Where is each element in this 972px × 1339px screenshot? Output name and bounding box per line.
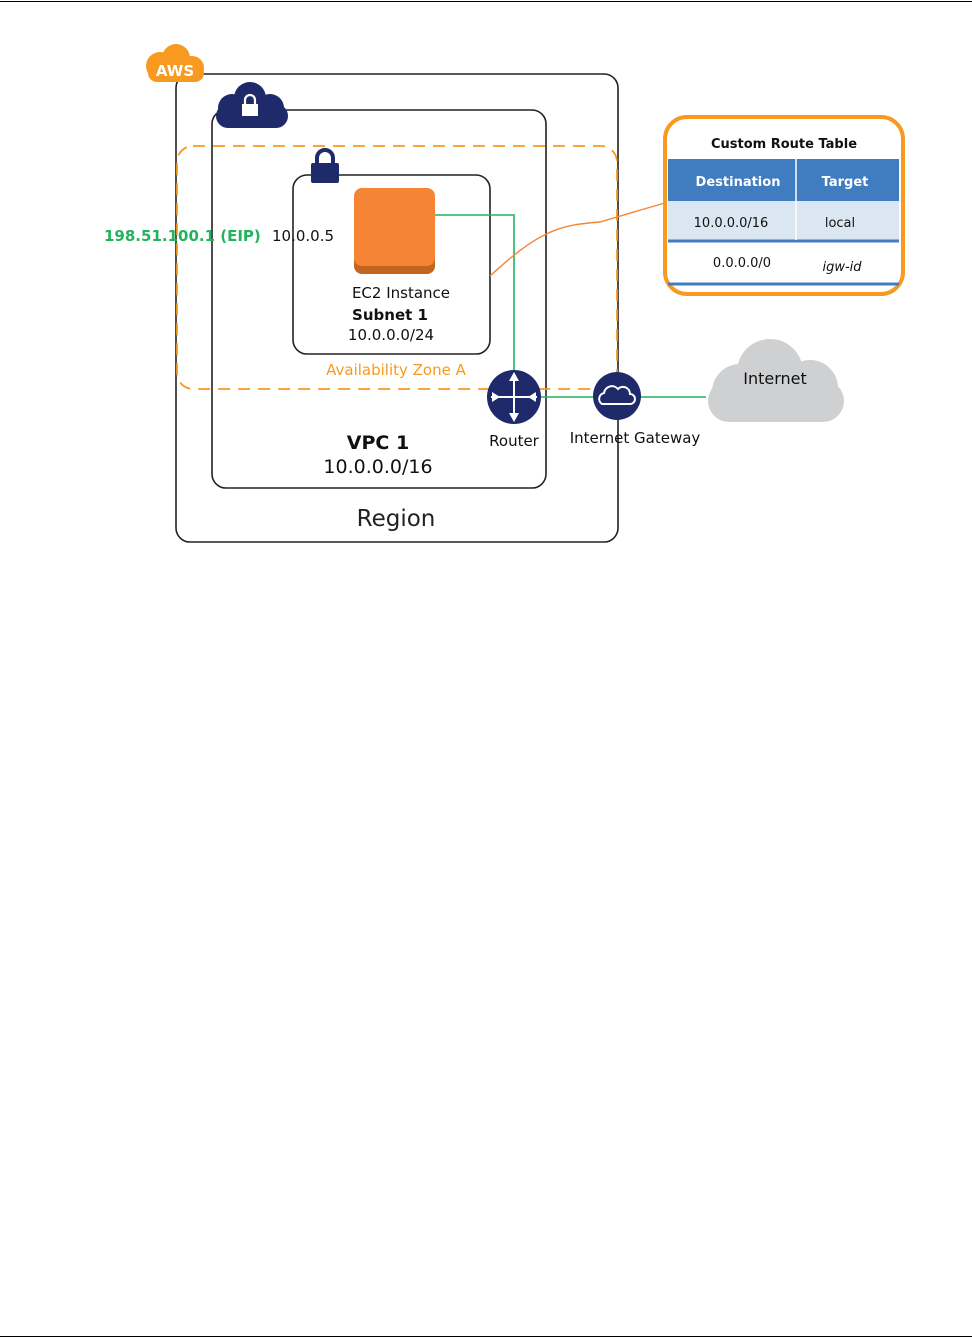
region-box [175, 73, 619, 543]
vpc-cidr: 10.0.0.0/16 [323, 456, 432, 478]
route-table-header-target: Target [822, 175, 869, 190]
subnet-name: Subnet 1 [352, 306, 428, 324]
router-label: Router [489, 432, 540, 450]
subnet-lock-icon [311, 148, 339, 183]
route-row-2-destination: 0.0.0.0/0 [713, 256, 771, 271]
route-table [663, 115, 905, 296]
subnet-cidr: 10.0.0.0/24 [348, 326, 434, 344]
instance-router-line [435, 214, 515, 372]
route-row-2-target: igw-id [822, 260, 862, 275]
route-row-1-destination: 10.0.0.0/16 [694, 216, 769, 231]
route-table-header-destination: Destination [696, 175, 781, 190]
internet-gateway-icon [593, 372, 641, 420]
internet-label: Internet [743, 369, 807, 388]
availability-zone-label: Availability Zone A [326, 361, 466, 379]
region-label: Region [357, 506, 436, 532]
ec2-instance-icon [354, 188, 435, 274]
private-ip-label: 10.0.0.5 [272, 227, 334, 245]
elastic-ip-label: 198.51.100.1 (EIP) [104, 227, 261, 245]
vpc-name: VPC 1 [347, 432, 409, 454]
route-table-connector [489, 201, 669, 277]
aws-cloud-icon [146, 44, 204, 82]
top-rule [0, 1, 972, 2]
availability-zone-box [176, 145, 618, 390]
aws-badge-label: AWS [156, 62, 194, 80]
instance-label: EC2 Instance [352, 284, 450, 302]
bottom-rule [0, 1336, 972, 1337]
route-table-title: Custom Route Table [711, 137, 857, 152]
internet-gateway-label: Internet Gateway [570, 429, 701, 447]
route-row-1-target: local [825, 216, 855, 231]
vpc-cloud-lock-icon [216, 82, 288, 128]
internet-cloud-icon [708, 339, 844, 422]
router-icon [487, 370, 541, 424]
